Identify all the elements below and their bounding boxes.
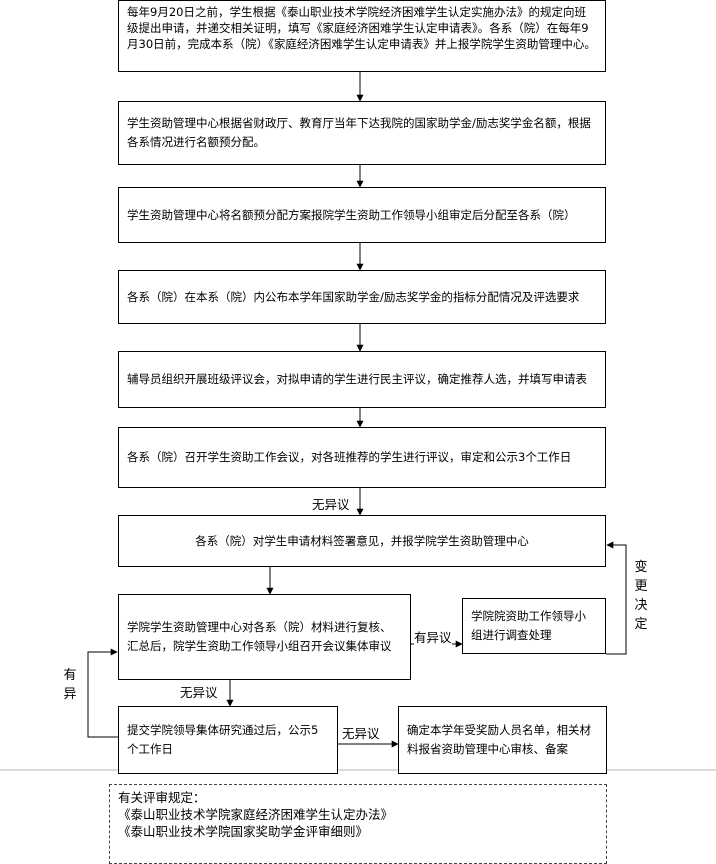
label-change-decision: 变更决定 [634,560,648,632]
step-leadership-approval: 提交学院领导集体研究通过后，公示5个工作日 [118,706,338,774]
step-investigation: 学院院资助工作领导小组进行调查处理 [462,598,606,654]
review-regulations-notes: 有关评审规定： 《泰山职业技术学院家庭经济困难学生认定办法》 《泰山职业技术学院… [109,784,607,864]
notes-item: 《泰山职业技术学院国家奖助学金评审细则》 [118,824,369,839]
step-department-sign-off: 各系（院）对学生申请材料签署意见，并报学院学生资助管理中心 [118,515,606,567]
step-class-evaluation: 辅导员组织开展班级评议会，对拟申请的学生进行民主评议，确定推荐人选，并填写申请表 [118,351,606,408]
step-department-announcement: 各系（院）在本系（院）内公布本学年国家助学金/励志奖学金的指标分配情况及评选要求 [118,270,606,324]
label-objection: 有异议 [414,630,452,646]
label-no-objection-1: 无异议 [312,497,350,513]
notes-item: 《泰山职业技术学院家庭经济困难学生认定办法》 [118,807,394,822]
step-student-application: 每年9月20日之前，学生根据《泰山职业技术学院经济困难学生认定实施办法》的规定向… [118,0,606,72]
step-final-list: 确定本学年受奖励人员名单，相关材料报省资助管理中心审核、备案 [398,706,607,774]
label-has-objection: 有异 [63,668,77,702]
step-quota-approval: 学生资助管理中心将名额预分配方案报院学生资助工作领导小组审定后分配至各系（院） [118,187,606,243]
arrow-s10-s8 [87,648,118,738]
step-quota-preallocation: 学生资助管理中心根据省财政厅、教育厅当年下达我院的国家助学金/励志奖学金名额，根… [118,101,606,165]
step-department-meeting: 各系（院）召开学生资助工作会议，对各班推荐的学生进行评议，审定和公示3个工作日 [118,427,606,488]
arrow-s9-s7 [606,541,627,655]
label-no-objection-3: 无异议 [342,726,380,742]
notes-title: 有关评审规定： [118,790,206,805]
step-center-review: 学院学生资助管理中心对各系（院）材料进行复核、汇总后，院学生资助工作领导小组召开… [118,594,411,680]
label-no-objection-2: 无异议 [180,685,218,701]
